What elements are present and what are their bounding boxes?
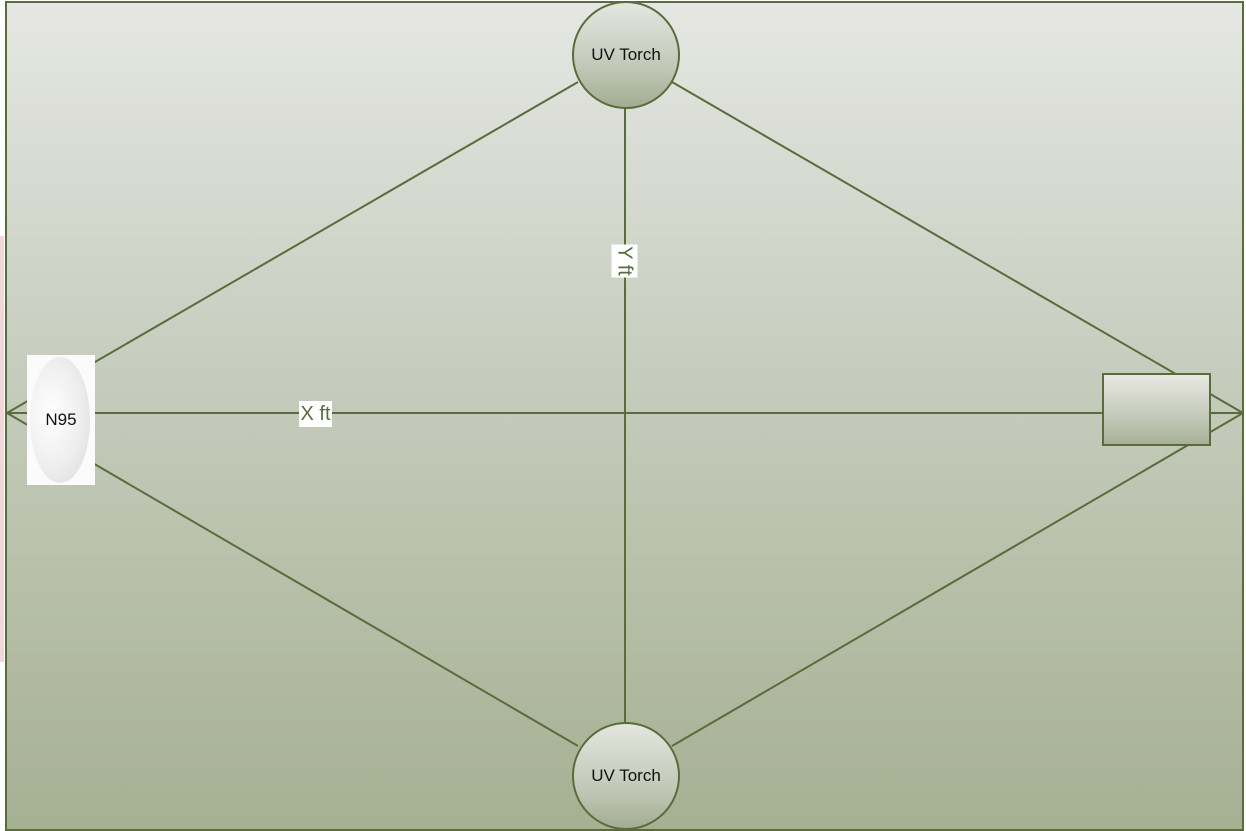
dimension-x-label: X ft — [299, 401, 332, 427]
n95-label: N95 — [45, 410, 76, 430]
edge-top-to-right — [672, 82, 1243, 413]
n95-mask-image: N95 — [27, 355, 95, 485]
dimension-y-label: Y ft — [612, 245, 638, 278]
right-target-box — [1102, 373, 1211, 446]
top-uv-torch: UV Torch — [572, 1, 680, 109]
top-uv-torch-label: UV Torch — [591, 45, 661, 65]
edge-bottom-to-right — [672, 413, 1243, 746]
bottom-uv-torch-label: UV Torch — [591, 766, 661, 786]
bottom-uv-torch: UV Torch — [572, 722, 680, 830]
